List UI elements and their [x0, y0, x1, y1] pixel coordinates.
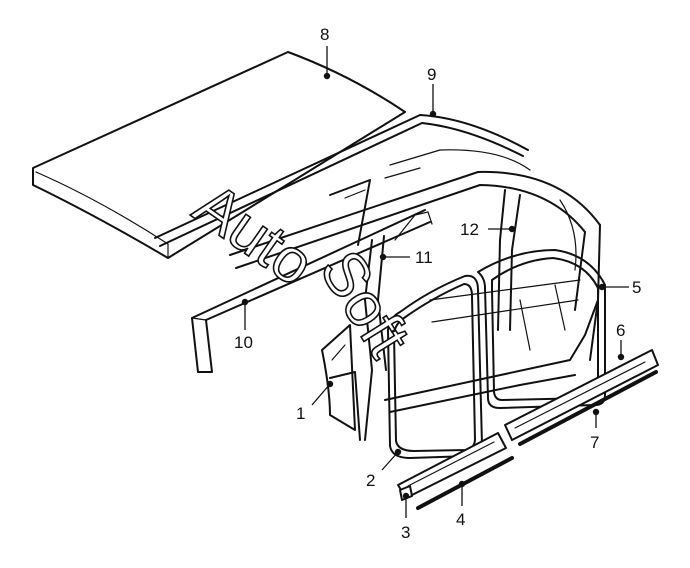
front-quarter-section — [329, 371, 361, 441]
rear-sill-moulding — [518, 370, 658, 446]
leader-lines — [241, 46, 629, 518]
roof-moulding — [154, 114, 529, 247]
callout-7: 7 — [590, 433, 599, 452]
callout-8: 8 — [320, 25, 329, 44]
callout-9: 9 — [427, 65, 436, 84]
callout-11: 11 — [415, 248, 433, 267]
callout-3: 3 — [401, 523, 410, 542]
callout-5: 5 — [632, 278, 641, 297]
callout-4: 4 — [456, 510, 465, 529]
callout-10: 10 — [234, 333, 253, 352]
callout-1: 1 — [296, 404, 305, 423]
pillar-trim — [394, 211, 433, 241]
rear-sill-plate — [504, 349, 659, 441]
callout-labels: 8 9 12 11 5 10 6 1 7 2 4 3 — [234, 25, 641, 542]
roof-panel — [32, 51, 406, 259]
callout-6: 6 — [616, 321, 625, 340]
callout-12: 12 — [460, 220, 479, 239]
body-side-frame — [229, 149, 601, 441]
watermark: Auto Soft — [181, 169, 424, 370]
callout-2: 2 — [366, 471, 375, 490]
